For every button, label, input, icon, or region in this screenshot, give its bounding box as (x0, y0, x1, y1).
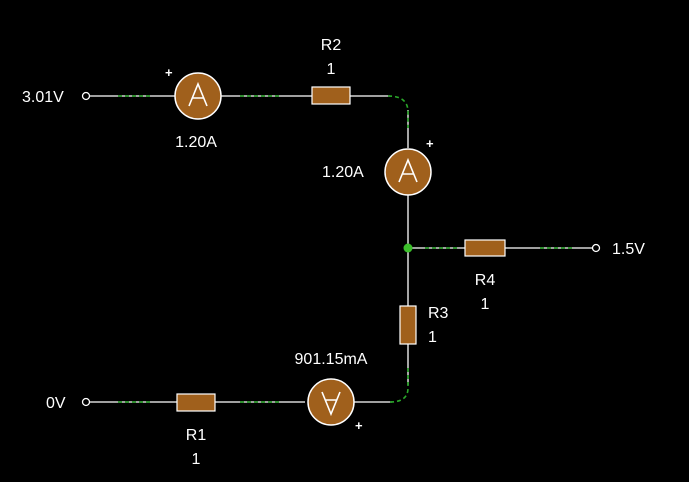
source-label-bottom-left: 0V (46, 395, 66, 412)
resistor-r4-value: 1 (481, 296, 490, 313)
current-dash (389, 368, 409, 403)
ammeter-top-reading: 1.20A (175, 134, 217, 151)
resistor-r4-name: R4 (475, 272, 496, 289)
terminal-bottom-left[interactable] (81, 397, 91, 407)
junction-node[interactable] (403, 243, 413, 253)
terminal-top-left[interactable] (81, 91, 91, 101)
source-label-top-left: 3.01V (22, 89, 64, 106)
resistor-r1-value: 1 (192, 451, 201, 468)
resistor-r4[interactable] (464, 239, 506, 257)
resistor-r3-name: R3 (428, 305, 449, 322)
resistor-r1[interactable] (176, 393, 216, 412)
current-dash (387, 95, 409, 128)
source-label-right: 1.5V (612, 241, 645, 258)
ammeter-top[interactable] (174, 72, 222, 120)
current-flow-indicators (118, 95, 575, 403)
ammeter-middle-reading: 1.20A (322, 164, 364, 181)
ammeter-a-icon (398, 157, 418, 183)
ammeter-top-plus: + (165, 65, 173, 80)
resistor-r3[interactable] (399, 305, 417, 345)
ammeter-bottom[interactable] (307, 378, 355, 426)
ammeter-bottom-plus: + (355, 418, 363, 433)
ammeter-a-icon (188, 81, 208, 107)
ammeter-middle[interactable] (384, 148, 432, 196)
terminal-right[interactable] (591, 243, 601, 253)
resistor-r1-name: R1 (186, 427, 207, 444)
ammeter-bottom-reading: 901.15mA (295, 351, 368, 368)
resistor-r2[interactable] (311, 86, 351, 105)
resistor-r2-name: R2 (321, 37, 342, 54)
ammeter-a-icon (321, 391, 341, 417)
resistor-r2-value: 1 (327, 61, 336, 78)
resistor-r3-value: 1 (428, 329, 437, 346)
ammeter-middle-plus: + (426, 136, 434, 151)
